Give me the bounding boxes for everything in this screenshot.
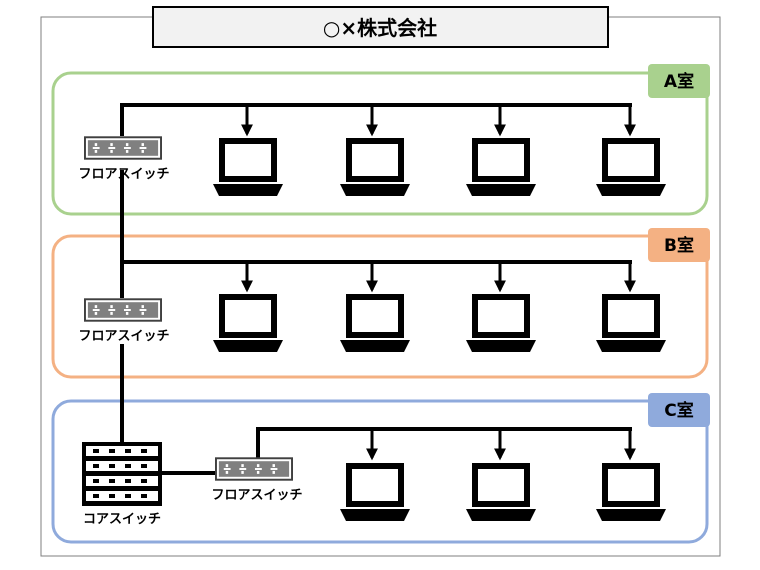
room-c-tag (648, 393, 710, 427)
room-c-floor-switch-icon (215, 457, 293, 481)
room-b-floor-switch-icon (84, 298, 162, 322)
arrow-drops (241, 105, 636, 461)
room-a-floor-switch-icon (84, 136, 162, 160)
room-c-floor-switch-label: フロアスイッチ (211, 488, 302, 503)
room-c-laptop-2-icon (466, 463, 536, 521)
core-switch-icon (82, 442, 162, 506)
room-b-border (51, 234, 709, 379)
room-b-label: B室 (664, 235, 694, 256)
room-a-bus (120, 103, 632, 136)
room-a-border (51, 71, 709, 216)
core-switch-label: コアスイッチ (83, 512, 161, 527)
room-a-floor-switch-label: フロアスイッチ (78, 167, 169, 182)
room-b-laptop-4-icon (596, 294, 666, 352)
page-title: ○×株式会社 (323, 16, 437, 40)
room-a-label: A室 (664, 71, 694, 92)
room-a-laptop-1-icon (213, 138, 283, 196)
room-a-laptop-4-icon (596, 138, 666, 196)
room-b-floor-switch-label: フロアスイッチ (78, 329, 169, 344)
room-c-laptop-1-icon (340, 463, 410, 521)
room-c-label: C室 (664, 400, 693, 421)
room-c-bus (256, 427, 632, 458)
room-b-tag (648, 228, 710, 262)
cable-lines (120, 103, 632, 475)
room-a-laptop-2-icon (340, 138, 410, 196)
room-c-laptop-3-icon (596, 463, 666, 521)
room-b-laptop-2-icon (340, 294, 410, 352)
room-a-laptop-3-icon (466, 138, 536, 196)
room-a-tag (648, 64, 710, 98)
room-c-border (51, 399, 709, 544)
title-box (152, 6, 609, 48)
room-b-laptop-3-icon (466, 294, 536, 352)
room-b-laptop-1-icon (213, 294, 283, 352)
